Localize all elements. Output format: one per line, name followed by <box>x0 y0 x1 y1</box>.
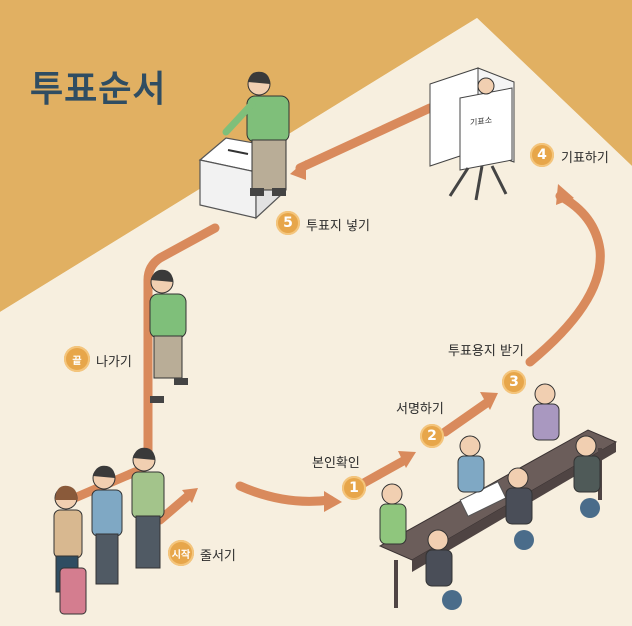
queue-person-1 <box>53 485 87 615</box>
step-4-label: 기표하기 <box>561 151 609 166</box>
step-5-badge: 5 <box>276 211 300 235</box>
staff-ballot-giver <box>532 383 560 441</box>
arrow-heads <box>182 160 574 512</box>
step-end-label: 나가기 <box>96 355 132 370</box>
voter-casting-ballot <box>222 71 290 196</box>
arrow-to-step1 <box>235 481 335 506</box>
queue-person-3 <box>131 447 165 569</box>
page-title: 투표순서 <box>30 69 167 110</box>
step-end-badge: 끝 <box>64 346 90 372</box>
step-3-label: 투표용지 받기 <box>448 344 524 359</box>
step-start-label: 줄서기 <box>200 549 236 564</box>
staff-seated-front <box>425 529 462 610</box>
step-1-badge: 1 <box>342 476 366 500</box>
arrowhead-step2 <box>398 451 416 468</box>
arrow-to-step2 <box>357 455 410 489</box>
gold-background <box>0 0 632 312</box>
voter-at-desk <box>379 483 407 545</box>
staff-seated-right <box>573 435 601 518</box>
step-2-badge: 2 <box>420 424 444 448</box>
staff-signature <box>505 467 534 550</box>
step-3-badge: 3 <box>502 370 526 394</box>
step-1-label: 본인확인 <box>312 456 360 471</box>
step-2-label: 서명하기 <box>396 402 444 417</box>
step-4-badge: 4 <box>530 143 554 167</box>
arrowhead-step4 <box>556 184 574 205</box>
queue-person-2 <box>91 465 123 585</box>
arrowhead-step3 <box>480 392 498 410</box>
arrow-to-step4 <box>525 191 605 367</box>
voter-exiting <box>149 269 188 403</box>
arrow-start-segment <box>155 491 193 525</box>
arrowhead-step1 <box>324 491 342 512</box>
step-start-badge: 시작 <box>168 540 194 566</box>
arrow-to-step5 <box>295 103 435 173</box>
voting-booth <box>429 67 515 201</box>
staff-id-check <box>457 435 485 493</box>
arrowhead-step5 <box>290 160 306 180</box>
step-5-label: 투표지 넣기 <box>306 219 370 234</box>
arrowhead-start <box>182 488 198 503</box>
arrow-to-step3 <box>440 397 493 437</box>
